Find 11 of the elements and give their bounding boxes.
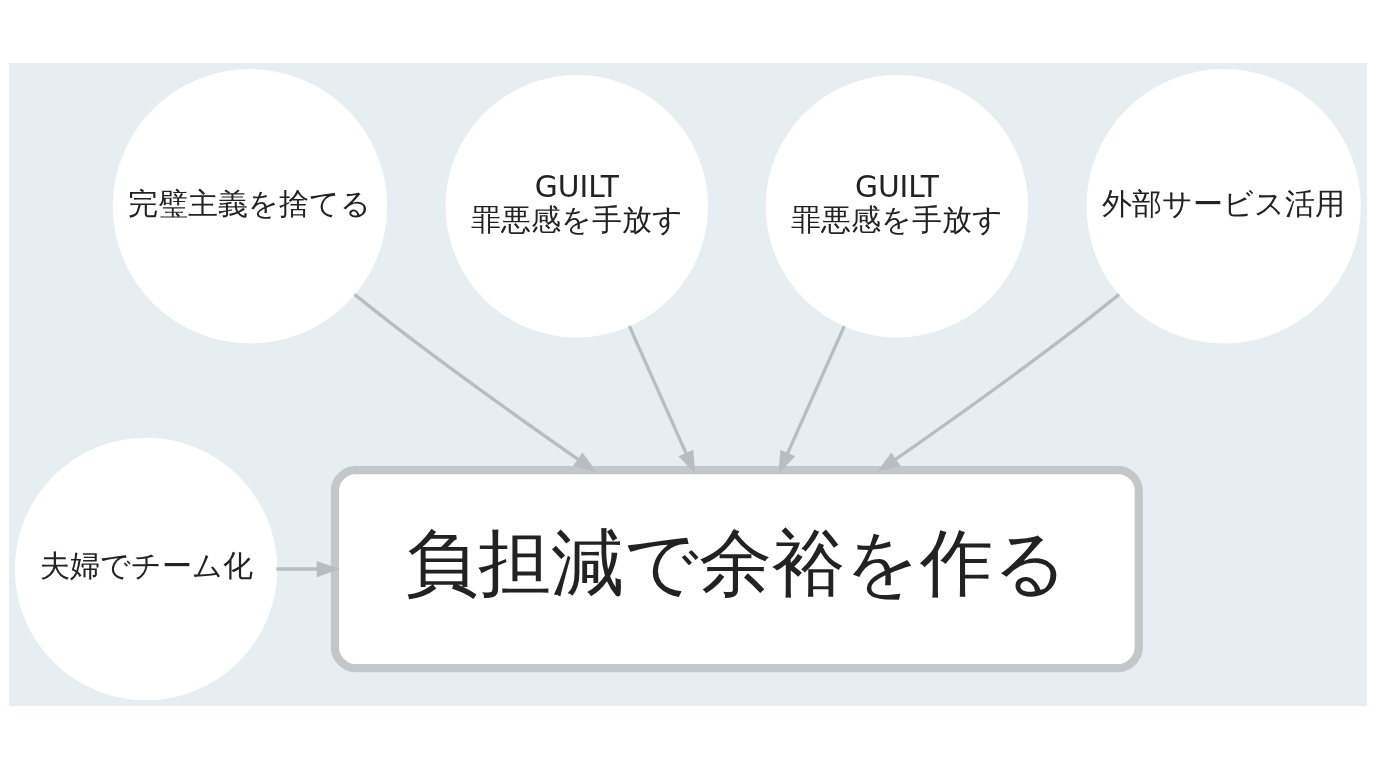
arrow (778, 324, 846, 474)
arrow (276, 560, 340, 577)
node-box: 負担減で余裕を作る (330, 465, 1143, 672)
node-circle: 外部サービス活用 (1086, 68, 1361, 343)
node-circle: GUILT 罪悪感を手放す (445, 74, 708, 337)
node-circle: 完璧主義を捨てる (112, 68, 388, 343)
arrow (353, 292, 597, 472)
node-circle: 夫婦でチーム化 (14, 437, 278, 700)
node-circle: GUILT 罪悪感を手放す (765, 74, 1029, 337)
arrow (876, 292, 1121, 472)
arrow (627, 324, 696, 474)
